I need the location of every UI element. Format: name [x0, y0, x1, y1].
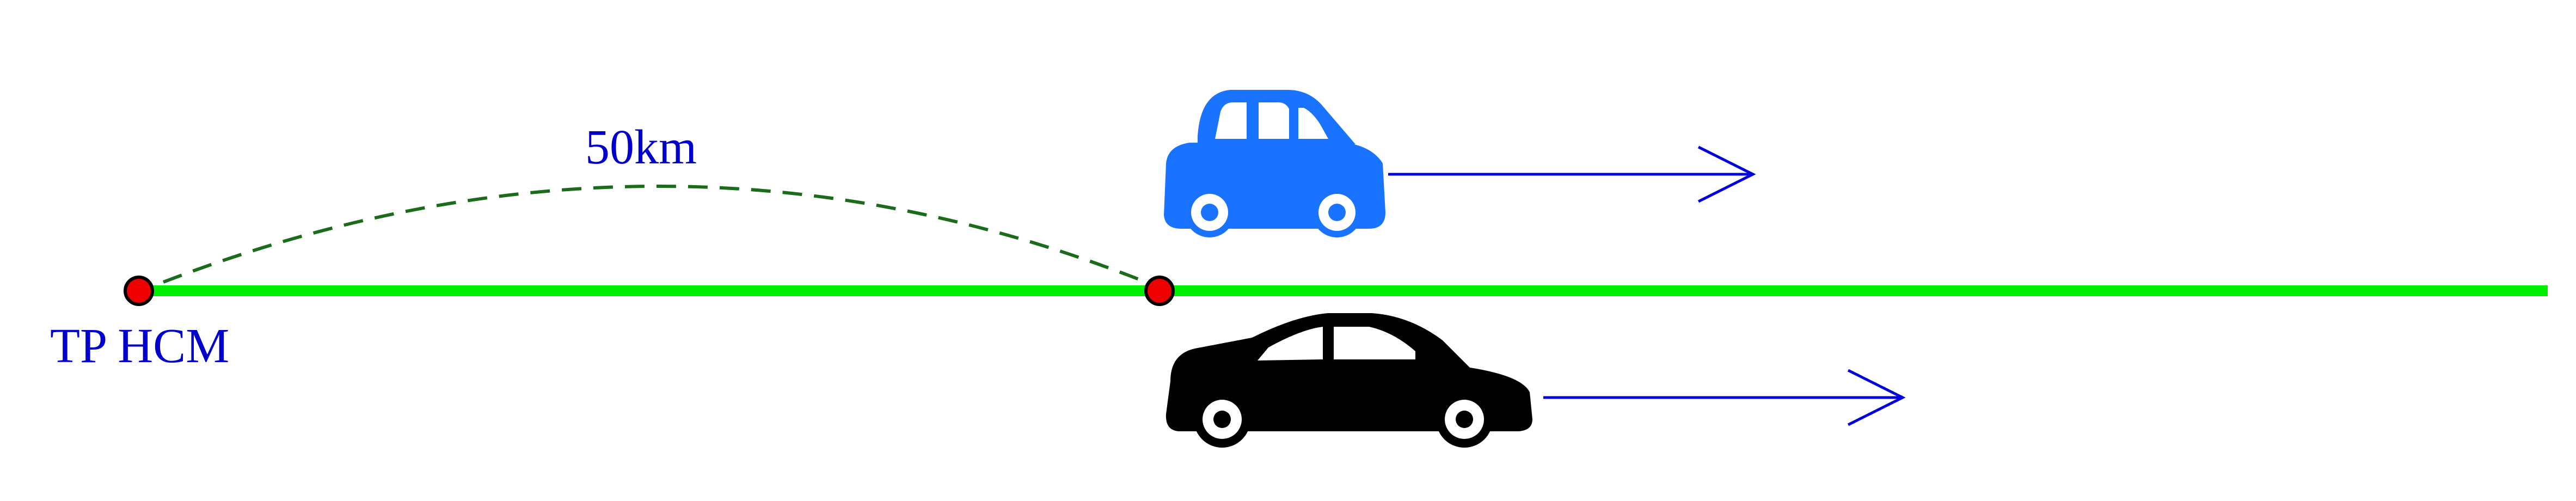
start-label: TP HCM — [50, 319, 229, 373]
distance-arc — [162, 185, 1150, 285]
car-position-point — [1144, 276, 1175, 306]
sedan-icon-black — [1166, 313, 1532, 448]
distance-label: 50km — [585, 120, 697, 174]
start-point — [124, 276, 154, 306]
car-icon-blue — [1164, 90, 1385, 237]
arrow-right-icon — [1543, 369, 1906, 426]
arrow-right-icon — [1388, 145, 1756, 203]
